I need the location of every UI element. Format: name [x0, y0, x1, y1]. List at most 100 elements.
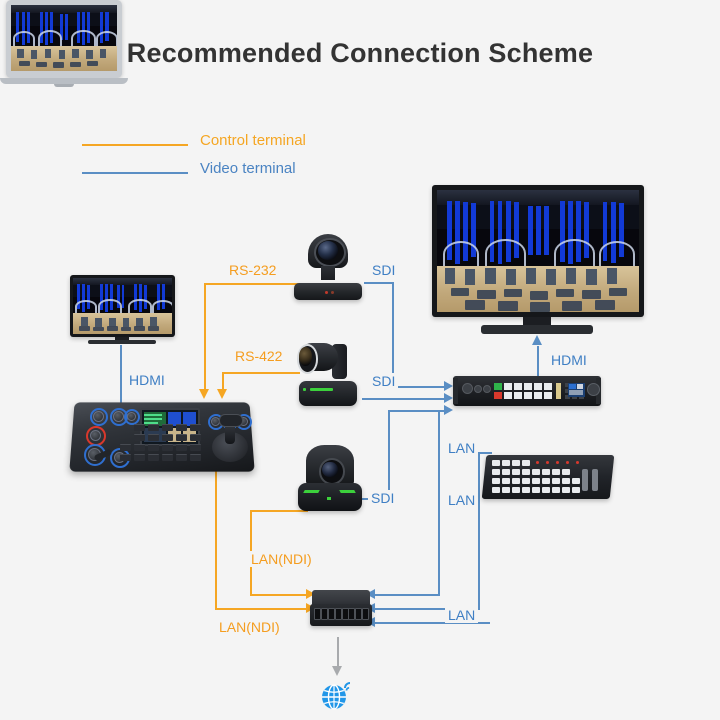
control-panel-key[interactable] — [532, 478, 540, 484]
control-panel-key[interactable] — [532, 487, 540, 493]
network-switch-port[interactable] — [334, 608, 342, 620]
ptz-controller-key[interactable] — [162, 454, 173, 461]
control-panel-key[interactable] — [562, 469, 570, 475]
ptz-controller-knob[interactable] — [113, 411, 124, 422]
network-switch-port[interactable] — [327, 608, 335, 620]
control-panel-key[interactable] — [542, 469, 550, 475]
control-panel-key[interactable] — [552, 469, 560, 475]
control-panel-key[interactable] — [502, 460, 510, 466]
video-switcher-key[interactable] — [565, 389, 570, 393]
control-panel-key[interactable] — [512, 478, 520, 484]
control-panel-key[interactable] — [522, 460, 530, 466]
control-panel-key[interactable] — [572, 487, 580, 493]
network-switch-port[interactable] — [321, 608, 329, 620]
video-switcher-btn[interactable] — [544, 383, 552, 390]
concert-scene-laptop — [11, 5, 117, 71]
line-ndi2-h — [215, 608, 306, 610]
ptz-controller-key[interactable] — [162, 434, 173, 441]
control-panel-key[interactable] — [492, 469, 500, 475]
control-panel-key[interactable] — [492, 478, 500, 484]
control-panel-key[interactable] — [562, 478, 570, 484]
video-switcher-key[interactable] — [579, 395, 584, 399]
video-switcher-btn[interactable] — [504, 383, 512, 390]
control-panel-led — [536, 461, 539, 464]
ptz-controller-key[interactable] — [162, 424, 173, 431]
ptz-controller-key[interactable] — [176, 454, 187, 461]
video-switcher-knob-3[interactable] — [483, 385, 491, 393]
ptz-controller-key[interactable] — [148, 454, 159, 461]
control-panel-key[interactable] — [512, 487, 520, 493]
control-panel-keys[interactable] — [492, 460, 602, 494]
control-panel-tbar-2[interactable] — [592, 469, 598, 491]
network-switch-port[interactable] — [348, 608, 356, 620]
video-switcher-btn[interactable] — [524, 392, 532, 399]
network-switch-port[interactable] — [314, 608, 322, 620]
video-switcher-jog[interactable] — [587, 383, 600, 396]
ptz-controller-key[interactable] — [148, 434, 159, 441]
video-switcher-btn[interactable] — [544, 392, 552, 399]
ptz-controller-key[interactable] — [176, 444, 187, 451]
control-panel-tbar-1[interactable] — [582, 469, 588, 491]
control-panel-key[interactable] — [522, 487, 530, 493]
control-panel-key[interactable] — [532, 469, 540, 475]
ptz-controller-key[interactable] — [176, 434, 187, 441]
network-switch-port[interactable] — [355, 608, 363, 620]
network-switch-port[interactable] — [341, 608, 349, 620]
video-switcher-key[interactable] — [565, 395, 570, 399]
control-panel-key[interactable] — [562, 487, 570, 493]
video-switcher-btn[interactable] — [504, 392, 512, 399]
control-panel-key[interactable] — [502, 487, 510, 493]
control-panel-key[interactable] — [502, 469, 510, 475]
ptz-controller-key[interactable] — [120, 444, 131, 451]
control-panel-key[interactable] — [492, 460, 500, 466]
video-switcher-fader[interactable] — [556, 383, 561, 399]
video-switcher-knob-1[interactable] — [462, 383, 473, 394]
ptz-controller-key[interactable] — [148, 424, 159, 431]
ptz-controller-key[interactable] — [134, 434, 145, 441]
ptz-controller-key[interactable] — [134, 454, 145, 461]
ptz-controller-joystick[interactable] — [225, 420, 235, 444]
label-lanndi-top: LAN(NDI) — [248, 551, 315, 567]
ptz-controller-key[interactable] — [190, 454, 201, 461]
ptz-controller-key[interactable] — [162, 444, 173, 451]
video-switcher-btn-red[interactable] — [494, 392, 502, 399]
control-panel-key[interactable] — [502, 478, 510, 484]
ptz-controller-key[interactable] — [134, 444, 145, 451]
ptz-controller-joystick-knob[interactable] — [219, 414, 243, 427]
control-panel-key[interactable] — [522, 469, 530, 475]
ptz-controller-knob-ring[interactable] — [124, 409, 140, 425]
video-switcher-key[interactable] — [565, 383, 570, 387]
ptz-controller-knob[interactable] — [90, 430, 101, 441]
video-switcher-btn[interactable] — [514, 392, 522, 399]
control-panel-key[interactable] — [542, 478, 550, 484]
ptz-controller-knob[interactable] — [127, 412, 136, 421]
video-switcher-key[interactable] — [572, 395, 577, 399]
control-panel-key[interactable] — [522, 478, 530, 484]
video-switcher-button-bank[interactable] — [494, 383, 552, 399]
ptz-controller-key[interactable] — [190, 444, 201, 451]
control-panel-key[interactable] — [542, 487, 550, 493]
control-panel-key[interactable] — [552, 478, 560, 484]
ptz-controller-key[interactable] — [176, 424, 187, 431]
ptz-controller-key[interactable] — [134, 424, 145, 431]
ptz-controller-key[interactable] — [148, 444, 159, 451]
video-switcher-knob-2[interactable] — [474, 385, 482, 393]
video-switcher-btn[interactable] — [514, 383, 522, 390]
video-switcher-btn[interactable] — [534, 383, 542, 390]
network-switch-port[interactable] — [362, 608, 370, 620]
control-panel-key[interactable] — [572, 478, 580, 484]
video-switcher-btn[interactable] — [534, 392, 542, 399]
ptz-controller-knob-ring[interactable] — [90, 408, 108, 426]
control-panel-key[interactable] — [512, 460, 520, 466]
ptz-controller-keypad[interactable] — [106, 424, 214, 464]
video-switcher-btn-green[interactable] — [494, 383, 502, 390]
control-panel-key[interactable] — [492, 487, 500, 493]
video-switcher-btn[interactable] — [524, 383, 532, 390]
ptz-controller-key[interactable] — [120, 454, 131, 461]
line-rs232-h — [204, 283, 300, 285]
control-panel-key[interactable] — [512, 469, 520, 475]
control-panel-key[interactable] — [552, 487, 560, 493]
ptz-controller-knob[interactable] — [93, 411, 104, 422]
ptz-controller-key[interactable] — [190, 434, 201, 441]
ptz-controller-key[interactable] — [190, 424, 201, 431]
